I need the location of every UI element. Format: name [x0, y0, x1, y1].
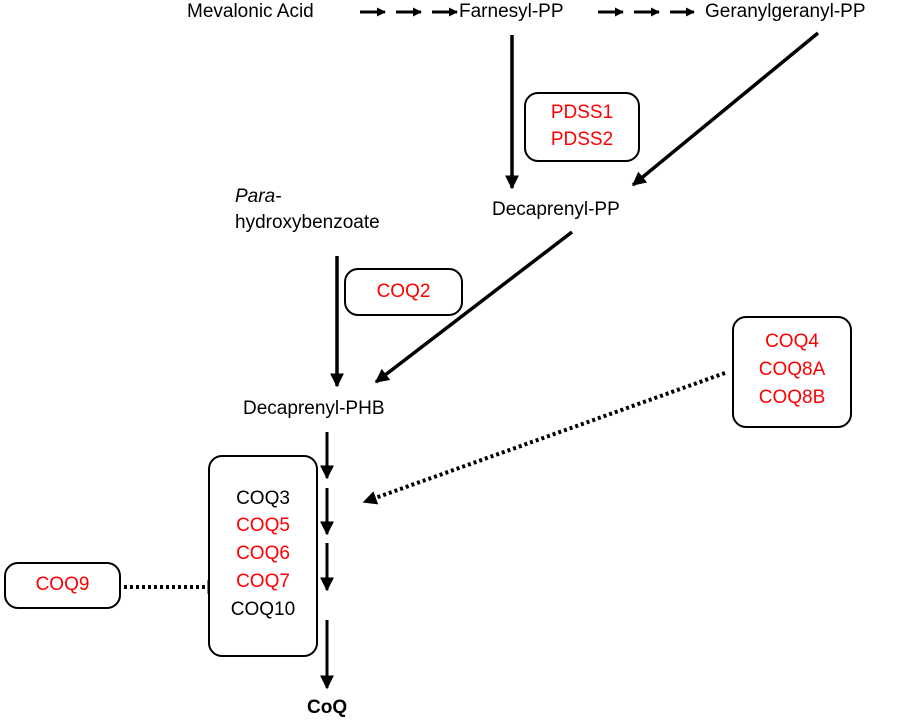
geranylgeranyl-to-decaprenyl-arrow [631, 31, 820, 187]
coq5-label: COQ5 [236, 515, 290, 536]
coq6-label: COQ6 [236, 543, 290, 564]
mevalonic-acid-label: Mevalonic Acid [187, 1, 314, 22]
coq-product-label: CoQ [307, 697, 348, 718]
coq7-label: COQ7 [236, 571, 290, 592]
decaprenyl-pp-label: Decaprenyl-PP [492, 199, 620, 220]
pdss-enzyme-box [524, 92, 640, 162]
pdss2-label: PDSS2 [550, 129, 614, 150]
coq9-enzyme-box [4, 562, 121, 609]
coq9-label: COQ9 [35, 574, 90, 595]
coq2-label: COQ2 [376, 281, 431, 302]
coq4-coq8-regulatory-arrow [362, 371, 726, 505]
coq8a-label: COQ8A [758, 359, 826, 380]
coq4-coq8-enzyme-box [732, 316, 852, 428]
para-prefix-label: Para- [235, 186, 282, 207]
geranylgeranyl-pp-label: Geranylgeranyl-PP [705, 1, 866, 22]
farnesyl-pp-label: Farnesyl-PP [459, 1, 564, 22]
coq-complex-box [208, 455, 318, 657]
coq10-label: COQ10 [230, 599, 296, 620]
coq4-label: COQ4 [765, 331, 819, 352]
coq8b-label: COQ8B [758, 387, 826, 408]
hydroxybenzoate-label: hydroxybenzoate [235, 212, 380, 233]
coq3-label: COQ3 [236, 488, 290, 509]
decaprenyl-phb-label: Decaprenyl-PHB [243, 398, 385, 419]
pdss1-label: PDSS1 [550, 102, 614, 123]
decaprenyl-pp-to-phb-arrow [374, 230, 574, 384]
coq2-enzyme-box [344, 268, 463, 316]
